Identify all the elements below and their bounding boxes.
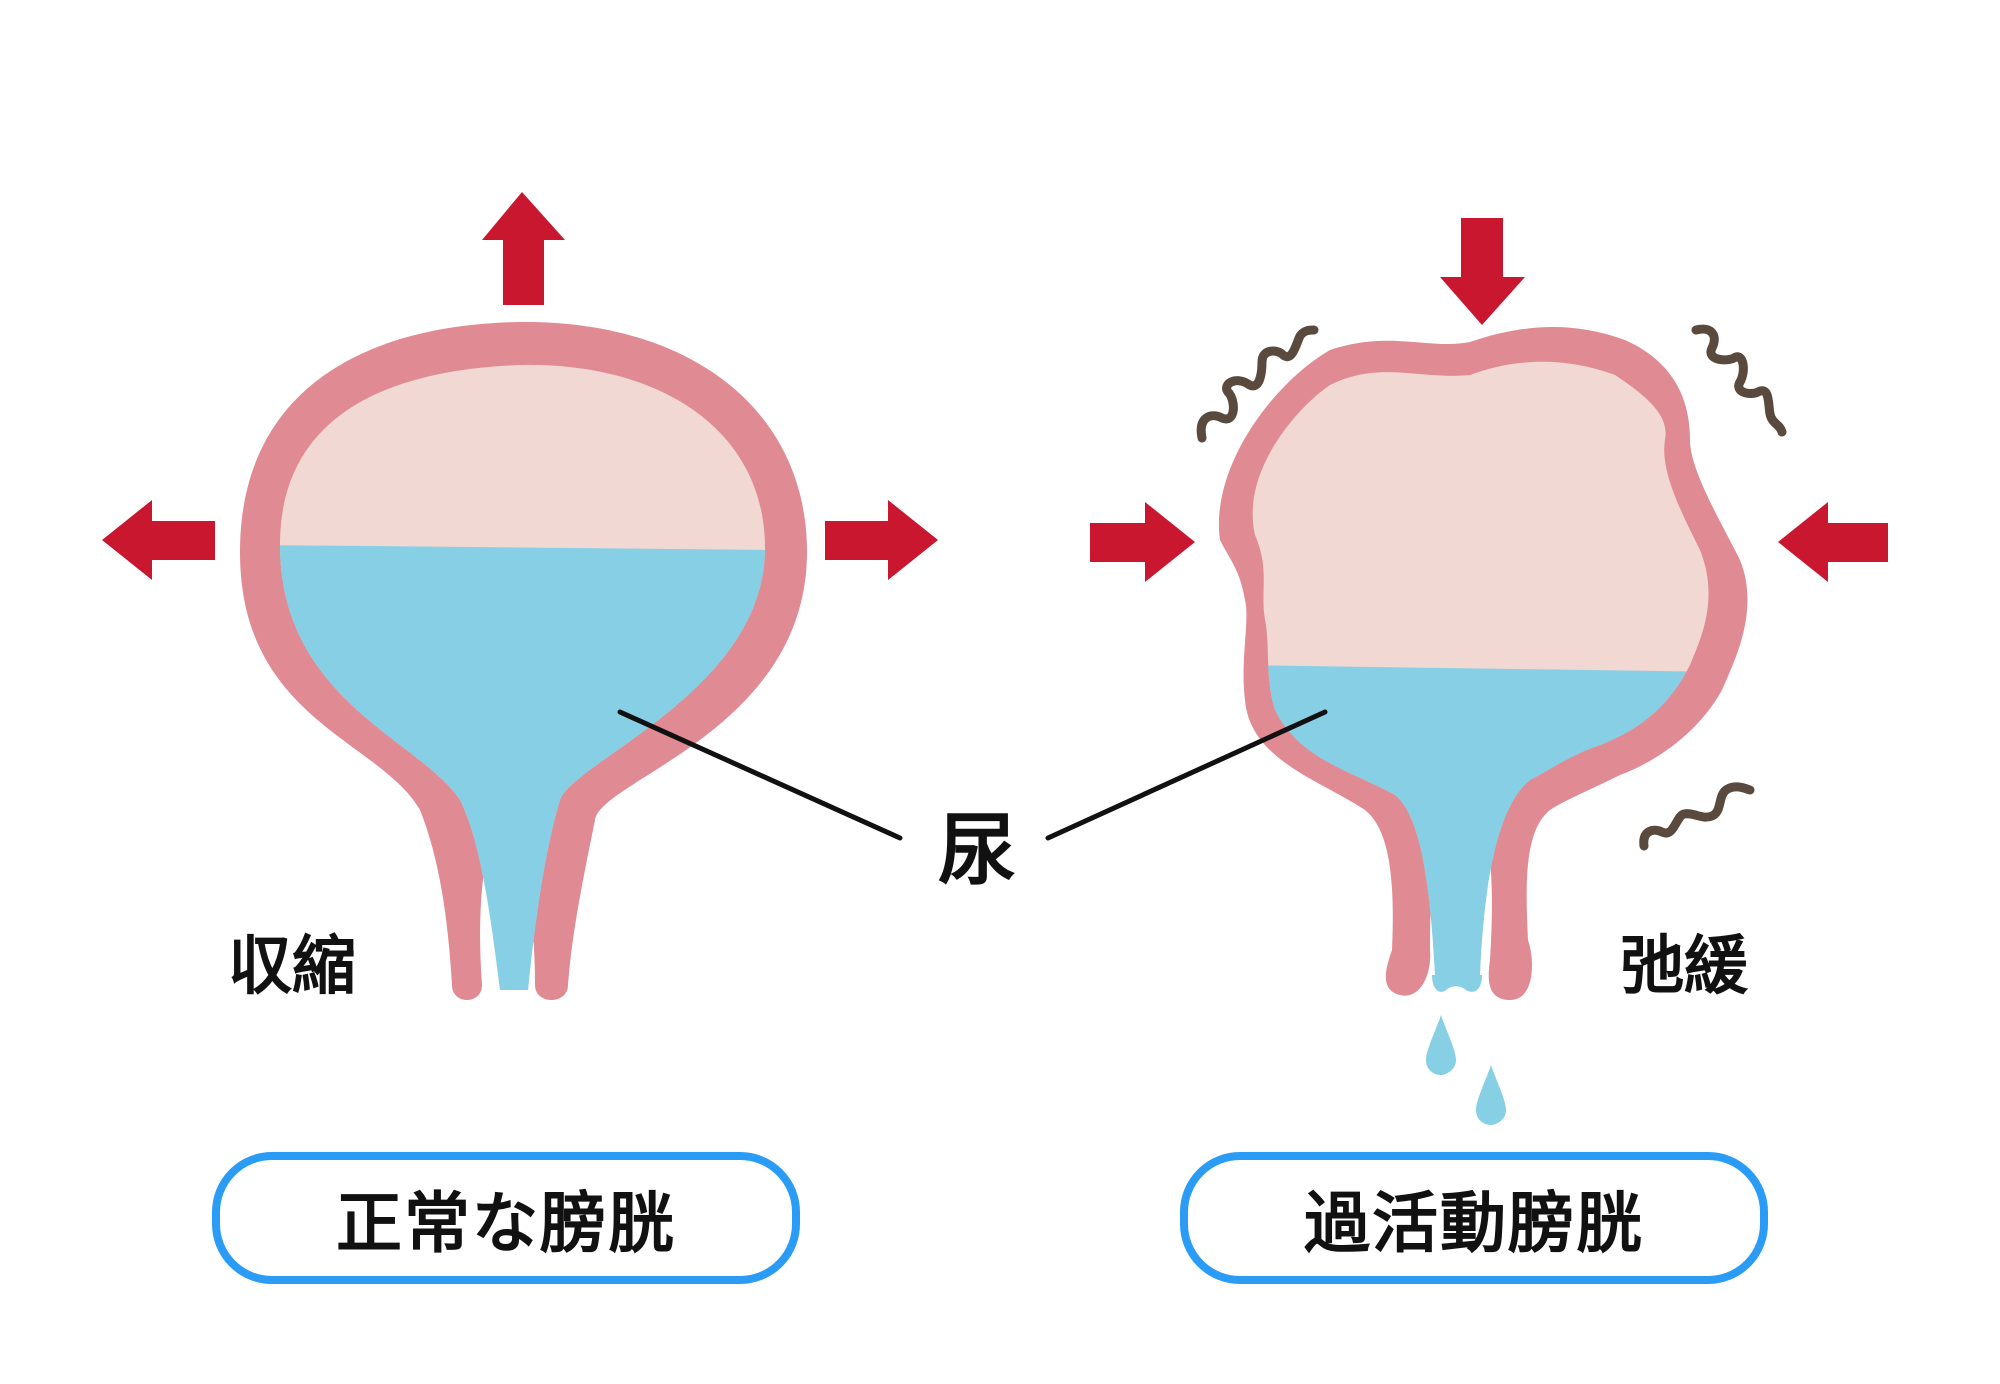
squiggle-icon: [1644, 787, 1750, 846]
arrow-right-icon: [825, 500, 938, 580]
arrow-left-icon: [1778, 502, 1888, 582]
contraction-label: 収縮: [228, 935, 356, 999]
caption-normal-bladder: 正常な膀胱: [212, 1152, 800, 1284]
arrow-down-icon: [1440, 218, 1525, 325]
leader-line-left: [620, 712, 900, 838]
caption-overactive-bladder: 過活動膀胱: [1180, 1152, 1768, 1284]
leader-line-right: [1048, 712, 1325, 838]
urine-drop: [1476, 1065, 1506, 1125]
relaxation-label: 弛緩: [1620, 935, 1748, 999]
urine-drop: [1426, 1015, 1456, 1075]
caption-normal-text: 正常な膀胱: [336, 1170, 676, 1266]
urine-label: 尿: [938, 812, 1016, 890]
squiggle-icon: [1696, 329, 1782, 432]
caption-overactive-text: 過活動膀胱: [1304, 1170, 1644, 1266]
arrow-up-icon: [482, 192, 565, 305]
arrow-left-icon: [102, 500, 215, 580]
urine-outflow: [1432, 975, 1482, 992]
arrow-right-icon: [1090, 502, 1195, 582]
